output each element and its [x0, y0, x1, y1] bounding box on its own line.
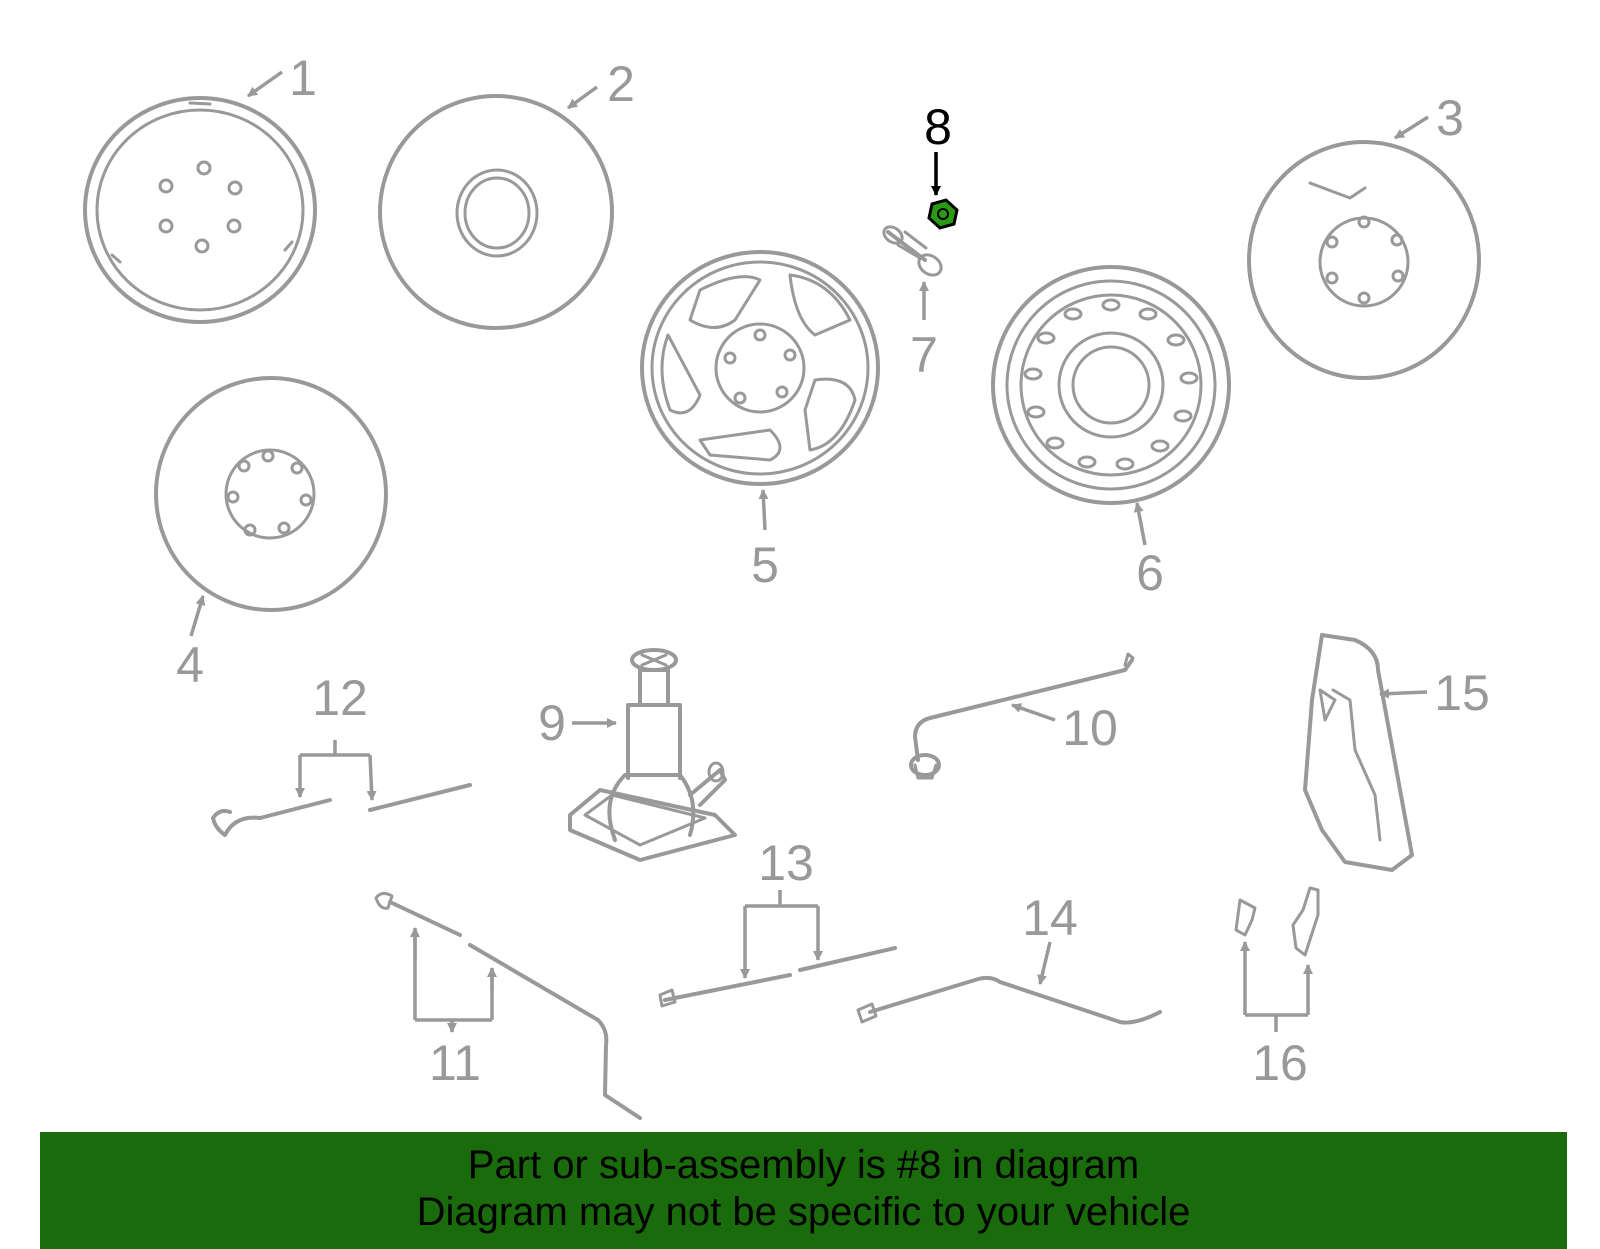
callout-5-leader [758, 489, 769, 531]
callout-16: 16 [1252, 1035, 1308, 1091]
callout-6: 6 [1136, 545, 1164, 601]
part-5-alloy-wheel[interactable] [640, 250, 880, 486]
callout-11-bracket [413, 930, 494, 1032]
callout-9: 9 [538, 695, 566, 751]
callout-4: 4 [176, 637, 204, 693]
callout-10-leader [1011, 703, 1056, 722]
callout-12-arrow-b [366, 754, 377, 801]
part-2-disc[interactable] [378, 94, 614, 330]
part-6-steel-wheel[interactable] [991, 265, 1231, 505]
callout-1-leader [246, 70, 284, 98]
callout-14: 14 [1022, 890, 1078, 946]
info-banner: Part or sub-assembly is #8 in diagram Di… [40, 1132, 1567, 1249]
callout-15-leader [1379, 688, 1428, 699]
part-9-jack[interactable] [568, 648, 737, 862]
callout-8: 8 [924, 99, 952, 155]
part-15-tool-holder[interactable] [1303, 633, 1414, 872]
callout-1: 1 [289, 50, 317, 106]
part-4-wheel-disc[interactable] [154, 376, 388, 612]
part-16-clips[interactable] [1234, 886, 1320, 957]
part-3-wheel-disc[interactable] [1247, 140, 1481, 380]
callout-3-leader [1394, 115, 1429, 140]
banner-line-2: Diagram may not be specific to your vehi… [416, 1190, 1191, 1234]
callout-11: 11 [429, 1035, 481, 1091]
callout-12: 12 [312, 670, 368, 726]
callout-2: 2 [607, 56, 635, 112]
banner-line-1: Part or sub-assembly is #8 in diagram [467, 1143, 1140, 1187]
callout-12-bracket [300, 740, 370, 757]
part-14-crank-rod[interactable] [856, 975, 1162, 1025]
callout-13-bracket [745, 890, 818, 908]
callout-13: 13 [758, 835, 814, 891]
callout-2-leader [566, 85, 599, 110]
callout-14-leader [1037, 941, 1052, 985]
part-1-wheel-cover[interactable] [83, 96, 317, 324]
part-7-valve-stem[interactable] [881, 224, 945, 280]
part-8-valve-cap[interactable] [927, 198, 959, 230]
parts-diagram: 1 2 3 4 5 [83, 50, 1490, 1120]
callout-3: 3 [1436, 90, 1464, 146]
part-11-jack-handle[interactable] [374, 891, 642, 1120]
part-12-wrench-rod[interactable] [211, 783, 472, 837]
callout-15: 15 [1434, 665, 1490, 721]
callout-5: 5 [751, 537, 779, 593]
part-13-extension-bars[interactable] [658, 946, 897, 1008]
callout-7: 7 [910, 327, 938, 383]
part-10-lug-wrench[interactable] [909, 652, 1135, 780]
callout-6-leader [1133, 502, 1147, 546]
callout-16-bracket [1245, 1013, 1308, 1032]
callout-10: 10 [1062, 700, 1118, 756]
callout-4-leader [189, 595, 206, 637]
